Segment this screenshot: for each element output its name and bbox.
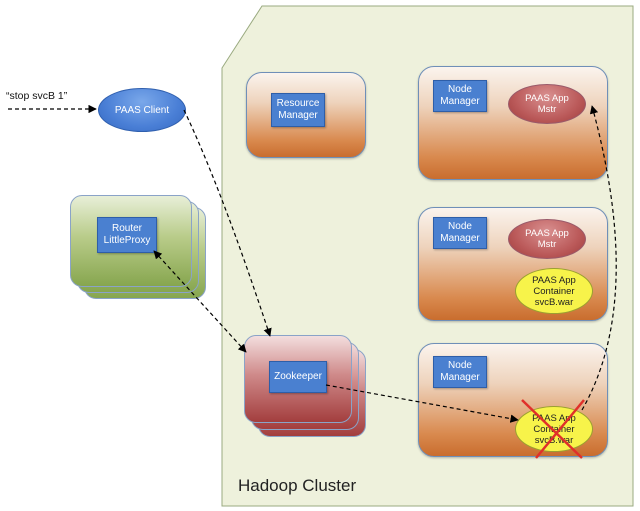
resource-manager-label-line2: Manager: [278, 110, 318, 121]
router-box: Router LittleProxy: [97, 217, 157, 253]
arrow-container-to-app-master: [581, 105, 617, 411]
hadoop-cluster-label: Hadoop Cluster: [238, 476, 357, 495]
node-manager-3-label-line1: Node: [448, 360, 472, 371]
paas-app-master-2-line1: PAAS App: [525, 228, 569, 239]
arrow-zookeeper-to-container: [325, 384, 519, 423]
paas-app-container-1-line2: Container: [533, 285, 575, 297]
paas-app-container-1: PAAS App Container svcB.war: [515, 268, 593, 314]
node-manager-2-label-line1: Node: [448, 221, 472, 232]
paas-client-label: PAAS Client: [114, 104, 170, 116]
router-label-line2: LittleProxy: [103, 235, 151, 246]
node-manager-2-box: Node Manager: [433, 217, 487, 249]
zookeeper-box: Zookeeper: [269, 361, 327, 393]
arrow-zookeeper-router: [153, 250, 247, 353]
paas-app-container-1-line3: svcB.war: [534, 296, 574, 308]
arrow-client-to-zookeeper: [183, 109, 272, 337]
zookeeper-label: Zookeeper: [274, 371, 322, 382]
paas-app-container-1-line1: PAAS App: [532, 274, 576, 286]
command-text: “stop svcB 1”: [6, 90, 68, 102]
node-manager-3-box: Node Manager: [433, 356, 487, 388]
paas-app-container-2-killed: PAAS App Container svcB.war: [515, 406, 593, 452]
router-label-line1: Router: [111, 223, 142, 234]
node-manager-2-label-line2: Manager: [440, 233, 480, 244]
node-manager-3-label-line2: Manager: [440, 372, 480, 383]
paas-app-master-1-line2: Mstr: [537, 104, 557, 115]
paas-app-container-2-line3: svcB.war: [534, 434, 574, 446]
resource-manager-box: Resource Manager: [271, 93, 325, 127]
paas-app-master-2-line2: Mstr: [537, 239, 557, 250]
kill-x-mark-icon: [521, 399, 585, 459]
paas-client-node: PAAS Client: [98, 88, 186, 132]
resource-manager-label-line1: Resource: [276, 98, 320, 109]
node-manager-1-label-line1: Node: [448, 84, 472, 95]
paas-app-master-1-line1: PAAS App: [525, 93, 569, 104]
paas-app-master-1: PAAS App Mstr: [508, 84, 586, 124]
node-manager-1-label-line2: Manager: [440, 96, 480, 107]
paas-app-container-2-line1: PAAS App: [532, 412, 576, 424]
node-manager-1-box: Node Manager: [433, 80, 487, 112]
paas-app-master-2: PAAS App Mstr: [508, 219, 586, 259]
paas-app-container-2-line2: Container: [533, 423, 575, 435]
